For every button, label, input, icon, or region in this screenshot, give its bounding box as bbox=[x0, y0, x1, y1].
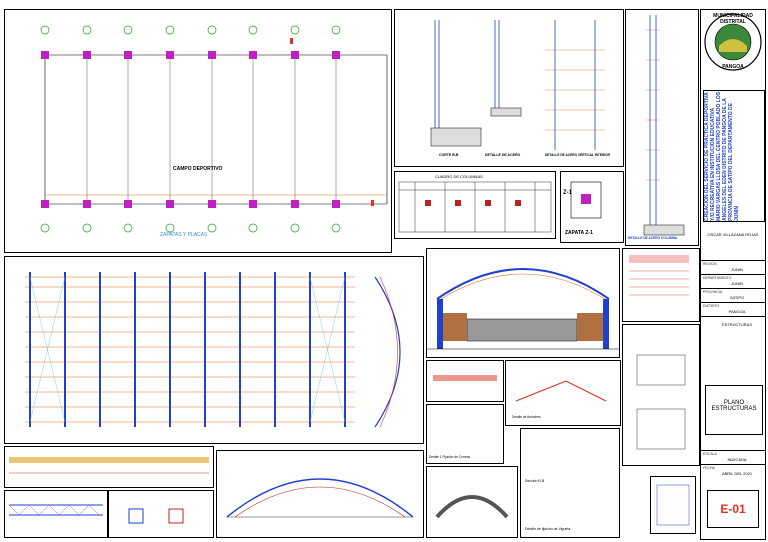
panel-corte-details: CORTE B-B DETALLE DE ACERO DETALLE DE AC… bbox=[394, 9, 624, 167]
zapata-tag: Z-1 bbox=[563, 190, 572, 196]
designer-name: OSCAR VILLAZANA ROJAS bbox=[707, 232, 759, 237]
arch-truss-drawing bbox=[226, 478, 414, 518]
tb-row: REGION JUNIN bbox=[701, 260, 765, 275]
sheet-name: PLANO ESTRUCTURAS bbox=[705, 385, 763, 435]
panel-right-mid bbox=[622, 324, 700, 466]
panel-beam-strip bbox=[4, 446, 214, 488]
panel-anchor-detail bbox=[108, 490, 214, 538]
panel-notes bbox=[622, 248, 700, 322]
title-block: MUNICIPALIDAD DISTRITAL PANGOA CREACION … bbox=[700, 9, 766, 540]
zapatas-label: ZAPATAS Y PLACAS bbox=[160, 232, 208, 238]
seal-logo: MUNICIPALIDAD DISTRITAL PANGOA bbox=[703, 12, 763, 72]
detalle-acero-label: DETALLE DE ACERO bbox=[485, 153, 521, 157]
detalle-acero-vertical-label: DETALLE DE ACERO VERTICAL INTERIOR bbox=[545, 153, 610, 157]
panel-foundation-plan: CAMPO DEPORTIVO ZAPATAS Y PLACAS bbox=[4, 9, 392, 253]
right-mid-drawing bbox=[636, 354, 686, 450]
project-description: CREACION DEL SERVICIO DE PRACTICA DEPORT… bbox=[703, 90, 765, 222]
tb-row: PROVINCIA SATIPO bbox=[701, 288, 765, 303]
sheet-code: E-01 bbox=[707, 490, 759, 528]
roof-sheet-drawing bbox=[435, 495, 509, 519]
panel-cuadro-columnas: CUADRO DE COLUMNAS bbox=[394, 171, 556, 239]
seccion-label: Sección B-B bbox=[525, 479, 545, 483]
fijacion-vigueta-label: Detalle de fijación de Vigueta bbox=[525, 527, 571, 531]
fijacion-correas-label: Detalle 1 Fijación de Correas bbox=[429, 455, 471, 459]
panel-arch-elevation bbox=[426, 248, 620, 358]
vigas-drawing bbox=[515, 380, 607, 402]
corte-bb-label: CORTE B-B bbox=[439, 153, 459, 157]
panel-right-bottom bbox=[650, 476, 696, 534]
cuadro-columnas-table bbox=[398, 181, 552, 233]
tb-row: ESTRUCTURAS bbox=[701, 316, 765, 331]
arch-elevation-drawing bbox=[427, 268, 619, 350]
panel-detalle-correas: Detalle 1 Fijación de Correas bbox=[426, 404, 504, 464]
notes-drawing bbox=[629, 255, 689, 296]
tb-row: DISTRITO PANGOA bbox=[701, 302, 765, 317]
corte-details-drawing bbox=[430, 20, 605, 150]
panel-arch-truss bbox=[216, 450, 424, 538]
zapata-label: ZAPATA Z-1 bbox=[565, 230, 593, 236]
tb-row: DEPARTAMENTO JUNIN bbox=[701, 274, 765, 289]
panel-detalle-arriostres bbox=[426, 360, 504, 402]
arriostres-drawing bbox=[433, 375, 497, 381]
roof-plan-drawing bbox=[25, 272, 401, 428]
seal-text: MUNICIPALIDAD DISTRITAL bbox=[713, 13, 753, 25]
anchor-drawing bbox=[128, 508, 184, 524]
cuadro-columnas-title: CUADRO DE COLUMNAS bbox=[435, 174, 483, 179]
foundation-plan-drawing bbox=[40, 25, 388, 233]
panel-seccion: Sección B-B Detalle de fijación de Vigue… bbox=[520, 428, 620, 538]
detalle-columna-label: DETALLE DE ACERO COLUMNA bbox=[628, 236, 678, 240]
column-detail-drawing bbox=[643, 15, 685, 236]
beam-strip-drawing bbox=[9, 457, 209, 474]
panel-detalle-vigas: Detalle de Arriostres bbox=[505, 360, 621, 426]
right-bottom-drawing bbox=[656, 484, 690, 526]
campo-deportivo-label: CAMPO DEPORTIVO bbox=[173, 166, 223, 172]
panel-roof-sheet bbox=[426, 466, 518, 538]
panel-truss bbox=[4, 490, 108, 538]
truss-drawing bbox=[8, 504, 103, 516]
seal-text-bottom: PANGOA bbox=[722, 64, 744, 70]
arriostres-label: Detalle de Arriostres bbox=[512, 415, 541, 419]
tb-row: FECHA ABRIL DEL 2021 bbox=[701, 464, 765, 479]
tb-row: ESCALA INDICADA bbox=[701, 450, 765, 465]
panel-column-detail: DETALLE DE ACERO COLUMNA bbox=[625, 9, 699, 246]
panel-roof-plan bbox=[4, 256, 424, 444]
panel-zapata: Z-1 ZAPATA Z-1 bbox=[560, 171, 624, 243]
zapata-drawing bbox=[570, 181, 602, 219]
